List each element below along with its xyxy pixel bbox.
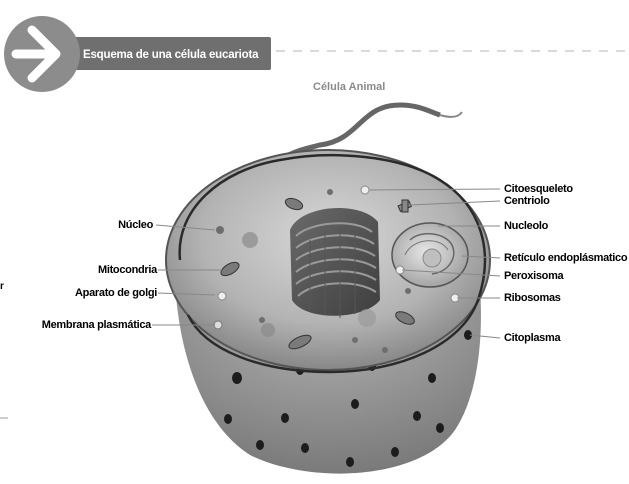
- diagram-title: Esquema de una célula eucariota: [83, 49, 258, 61]
- label-ribosomas: Ribosomas: [504, 292, 561, 304]
- label-reticulo-endoplasmatico: Retículo endoplásmatico: [504, 252, 629, 264]
- golgi-apparatus: [290, 208, 380, 318]
- label-citoplasma: Citoplasma: [504, 332, 560, 344]
- margin-text: r: [0, 281, 4, 292]
- label-aparato-golgi: Aparato de golgi: [75, 287, 157, 299]
- nucleolus: [423, 249, 441, 267]
- label-nucleolo: Nucleolo: [504, 220, 548, 232]
- flagellum-tip: [440, 112, 462, 117]
- label-nucleo: Núcleo: [118, 219, 153, 231]
- label-peroxisoma: Peroxisoma: [504, 270, 563, 282]
- label-mitocondria: Mitocondria: [98, 264, 157, 276]
- label-centriolo: Centriolo: [504, 195, 550, 207]
- diagram-subtitle: Célula Animal: [313, 81, 385, 93]
- label-citoesqueleto: Citoesqueleto: [504, 183, 573, 195]
- label-membrana-plasmatica: Membrana plasmática: [42, 319, 151, 331]
